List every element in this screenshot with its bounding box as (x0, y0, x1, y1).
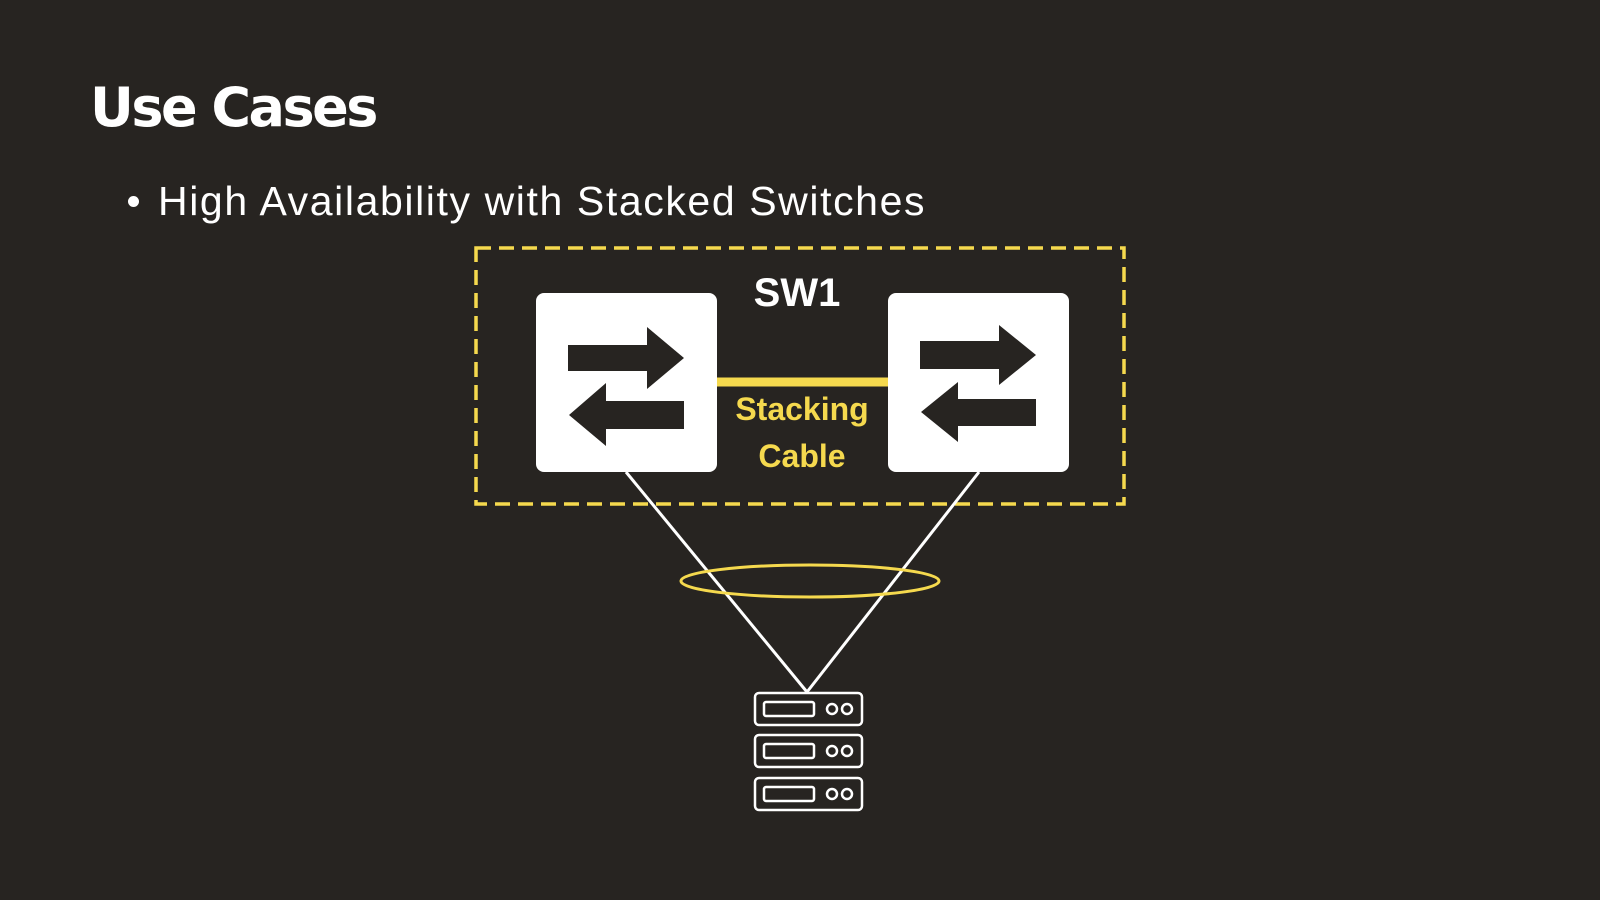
switch-arrows-icon (568, 327, 684, 446)
server-unit (753, 733, 864, 769)
uplink-left (624, 471, 809, 693)
slide-title: Use Cases (90, 76, 378, 139)
bullet-dot-icon (128, 195, 139, 207)
server-unit (753, 776, 864, 812)
server-unit (753, 691, 864, 727)
uplink-right (805, 471, 981, 693)
bullet-list: High Availability with Stacked Switches (128, 177, 926, 225)
server-rack-icon (753, 691, 864, 812)
switch-left-body (536, 293, 717, 472)
cable-label-line2: Cable (758, 438, 845, 474)
bullet-item: High Availability with Stacked Switches (128, 177, 926, 225)
switch-arrows-icon (920, 325, 1036, 442)
switch-right (888, 293, 1069, 472)
cable-label-line1: Stacking (735, 391, 868, 427)
switch-left (536, 293, 717, 472)
bullet-text: High Availability with Stacked Switches (158, 178, 927, 224)
stack-boundary (474, 246, 1126, 506)
link-aggregation-ring (679, 563, 941, 599)
stack-label: SW1 (754, 271, 841, 315)
switch-right-body (888, 293, 1069, 472)
